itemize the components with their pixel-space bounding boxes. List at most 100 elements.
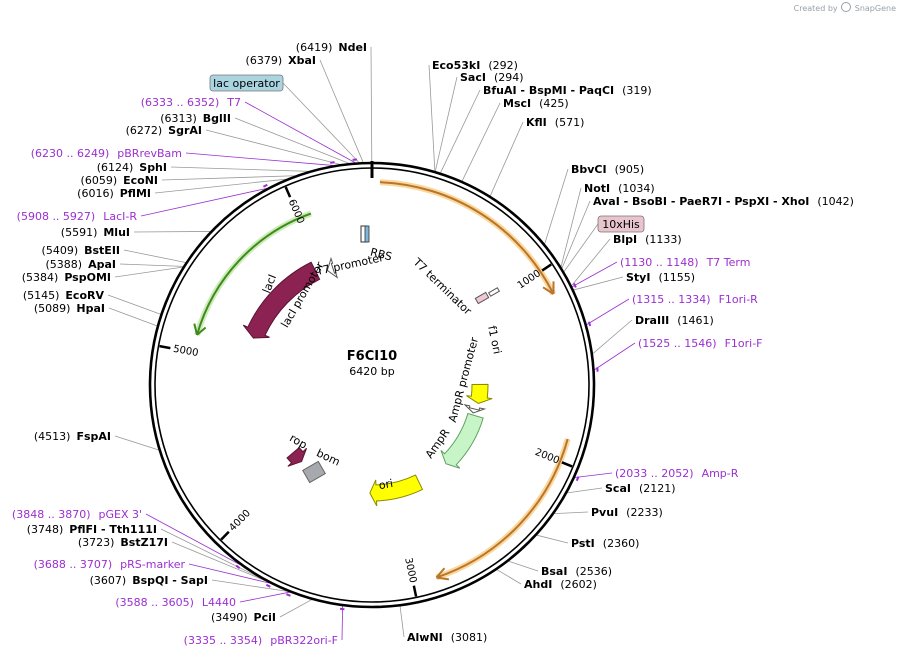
- site-label-bglii: (6313)BglII: [160, 112, 231, 125]
- feature-ori: [369, 474, 424, 507]
- primer-leader-l4440: [239, 591, 290, 603]
- tick-mark: [220, 530, 230, 541]
- primer-mark-f1ori-r: [587, 321, 592, 327]
- feature-ampr: [440, 412, 484, 469]
- credit-prefix: Created by: [793, 4, 838, 13]
- site-label-hpai: (5089)HpaI: [34, 302, 105, 315]
- site-label-scai: ScaI(2121): [605, 482, 676, 495]
- orf-arc-top-arrowhead: [542, 281, 555, 295]
- site-label-noti: NotI(1034): [584, 182, 655, 195]
- site-leader-scai: [567, 487, 603, 494]
- primer-mark-pgex-3: [235, 564, 241, 570]
- feature-ampr-promoter: [463, 403, 487, 414]
- site-leader-bglii: [234, 117, 349, 164]
- orf-arc-right-line: [436, 438, 569, 579]
- site-label-pflmi: (6016)PflMI: [77, 187, 151, 200]
- site-label-pspomi: (5384)PspOMI: [22, 271, 111, 284]
- site-leader-ecorv: [107, 294, 161, 315]
- site-label-saci: SacI(294): [460, 71, 524, 84]
- primer-mark-l4440: [286, 593, 291, 597]
- site-label-ndei: (6419)NdeI: [296, 41, 367, 54]
- site-label-bspqi-sapi: (3607)BspQI - SapI: [90, 574, 208, 587]
- site-leader-bbvci: [544, 168, 569, 245]
- primer-label-pbr322ori-f: (3335 .. 3354)pBR322ori-F: [184, 634, 338, 647]
- site-label-kfli: KflI(571): [526, 116, 584, 129]
- site-leader-pspomi: [114, 266, 183, 278]
- site-label-xbai: (6379)XbaI: [246, 54, 316, 67]
- feature-t7-terminator-end: [487, 287, 501, 297]
- primer-leader-pbr322ori-f: [341, 606, 344, 641]
- feature-f1-ori-label: f1 ori: [485, 325, 504, 356]
- site-leader-fspai: [114, 435, 159, 451]
- site-leader-sphi: [170, 166, 309, 172]
- orf-arc-top: [379, 179, 557, 296]
- primer-mark-t7-term: [573, 283, 577, 288]
- tick-label: 3000: [402, 557, 418, 584]
- site-label-bbvci: BbvCI(905): [571, 163, 644, 176]
- site-leader-ndei: [370, 46, 373, 163]
- primer-label-f1ori-r: (1315 .. 1334)F1ori-R: [632, 293, 758, 306]
- primer-leader-amp-r: [574, 472, 613, 478]
- site-leader-noti: [560, 187, 582, 267]
- site-leader-bsai: [508, 560, 539, 572]
- his-tag-label-leader: [563, 223, 599, 272]
- primer-label-t7-term: (1130 .. 1148)T7 Term: [620, 256, 750, 269]
- site-label-bfuai-bspmi-paqci: BfuAI - BspMI - PaqCI(319): [483, 84, 652, 97]
- feature-laci-shape: [242, 261, 321, 339]
- site-leader-bfuai-bspmi-paqci: [440, 89, 481, 173]
- site-label-bstz17i: (3723)BstZ17I: [78, 536, 168, 549]
- site-label-styi: StyI(1155): [626, 271, 695, 284]
- feature-t7-terminator-box: [474, 291, 490, 305]
- site-label-psti: PstI(2360): [571, 537, 639, 550]
- primer-leader-t7: [244, 101, 356, 163]
- site-leader-sgrai: [205, 129, 340, 165]
- site-leader-msci: [461, 102, 501, 182]
- site-label-avai-bsobi-paer7i-pspxi-xhoi: AvaI - BsoBI - PaeR7I - PspXI - XhoI(104…: [593, 195, 854, 208]
- tick-label: 4000: [227, 508, 253, 534]
- feature-f1-ori-shape: [466, 383, 493, 404]
- features-layer: [193, 179, 571, 581]
- primer-leader-pbrrevbam: [185, 152, 333, 166]
- tick-mark: [159, 344, 171, 350]
- feature-bom: [302, 460, 326, 484]
- primer-label-pgex-3: (3848 .. 3870)pGEX 3': [12, 508, 142, 521]
- primer-label-l4440: (3588 .. 3605)L4440: [115, 596, 236, 609]
- lac-operator-label-text: lac operator: [213, 77, 280, 90]
- site-label-draiii: DraIII(1461): [635, 314, 714, 327]
- primer-mark-amp-r: [575, 476, 580, 482]
- snapgene-logo-icon: [841, 2, 852, 12]
- site-label-fspai: (4513)FspAI: [34, 430, 111, 443]
- feature-laci-promoter-shape: [326, 256, 339, 279]
- primer-leader-prs-marker: [188, 563, 270, 584]
- backbone-inner-strand: [154, 167, 590, 603]
- feature-ori-label: ori: [378, 477, 394, 492]
- leader-lines: [107, 46, 636, 641]
- lac-operator-label: lac operator: [209, 74, 284, 92]
- primer-leader-t7-term: [572, 261, 618, 288]
- site-leader-bspqi-sapi: [211, 579, 288, 592]
- primer-leader-f1ori-r: [586, 298, 630, 325]
- site-label-mlui: (5591)MluI: [61, 226, 130, 239]
- lac-operator-label-leader: [282, 82, 360, 163]
- primer-label-f1ori-f: (1525 .. 1546)F1ori-F: [638, 337, 763, 350]
- site-label-blpi: BlpI(1133): [613, 233, 682, 246]
- site-label-pflfi-tth111i: (3748)PflFI - Tth111I: [27, 523, 157, 536]
- orf-laci-arrowhead: [193, 323, 207, 336]
- feature-rop-shape: [286, 446, 308, 467]
- tick-label: 2000: [533, 447, 561, 467]
- site-leader-eco53ki: [428, 64, 436, 172]
- primer-leader-laci-r: [140, 187, 267, 217]
- primer-leader-pgex-3: [145, 513, 240, 565]
- feature-f1-ori: [466, 383, 493, 404]
- site-label-msci: MscI(425): [503, 97, 569, 110]
- site-leader-avai-bsobi-paer7i-pspxi-xhoi: [561, 200, 591, 269]
- site-label-bsai: BsaI(2536): [541, 565, 612, 578]
- site-label-pvui: PvuI(2233): [591, 506, 663, 519]
- feature-t7-terminator-label: T7 terminator: [410, 255, 475, 318]
- site-leader-mlui: [133, 231, 211, 233]
- site-label-ahdi: AhdI(2602): [524, 578, 597, 591]
- primer-label-prs-marker: (3688 .. 3707)pRS-marker: [34, 558, 186, 571]
- site-leader-pflmi: [154, 178, 287, 194]
- feature-ori-shape: [369, 474, 424, 507]
- site-leader-ahdi: [496, 569, 522, 585]
